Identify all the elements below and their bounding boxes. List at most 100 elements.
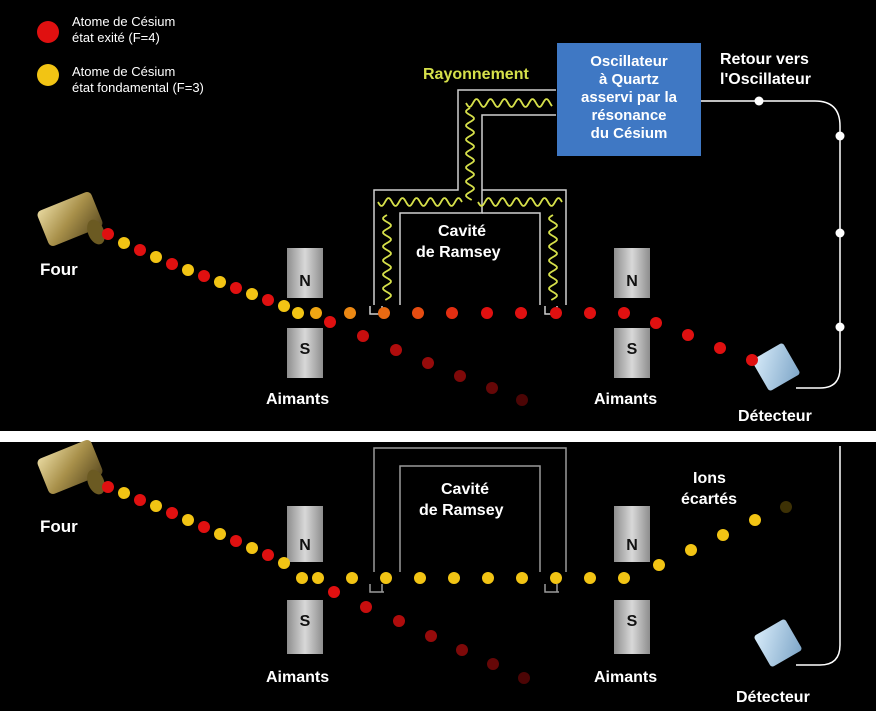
cesium-atom [518,672,530,684]
cesium-atom [749,514,761,526]
oven-label-bottom: Four [40,517,78,536]
magnet-north-letter: N [626,273,638,290]
legend-ground-line1: Atome de Césium [72,64,175,79]
cesium-atom [422,357,434,369]
cesium-atom [296,572,308,584]
oscillator-line2: à Quartz [599,71,659,88]
cesium-atom [292,307,304,319]
oven-mouth [87,219,105,245]
radiation-waves [377,98,563,301]
magnets-label-right-bottom: Aimants [594,669,657,686]
feedback-node-4 [835,322,845,332]
magnet-south [614,600,650,654]
cesium-atom [515,307,527,319]
magnet-south-letter: S [627,613,638,630]
ions-label-line2: écartés [681,491,737,508]
magnets-label-right-top: Aimants [594,391,657,408]
magnet-south-letter: S [300,341,311,358]
magnet-north [287,248,323,298]
cesium-atom [102,481,114,493]
legend-ground-dot [37,64,59,86]
magnet-left-bottom: N S [287,506,323,654]
magnet-north-letter: N [626,537,638,554]
cesium-atom [448,572,460,584]
oscillator-line5: du Césium [591,125,668,142]
detector-top [752,343,800,391]
cesium-atom [486,382,498,394]
cesium-atom [324,316,336,328]
cesium-atom [584,307,596,319]
cesium-atom [380,572,392,584]
cesium-atom [150,500,162,512]
legend: Atome de Césium état exité (F=4) Atome d… [37,14,204,95]
cesium-atom [346,572,358,584]
cesium-atom [360,601,372,613]
oven-top [37,192,105,246]
cesium-atom [516,394,528,406]
cesium-atom [214,528,226,540]
cesium-atom [446,307,458,319]
cesium-atom [650,317,662,329]
cesium-atom [653,559,665,571]
cesium-atom [262,294,274,306]
cesium-atom [482,572,494,584]
oscillator-line4: résonance [591,107,666,124]
feedback-node-1 [754,96,764,106]
feedback-label-line1: Retour vers [720,51,809,68]
cesium-atom [328,586,340,598]
cesium-atom [182,514,194,526]
magnet-north [614,248,650,298]
cesium-atom [393,615,405,627]
oscillator-line3: asservi par la [581,89,678,106]
magnets-label-left-top: Aimants [266,391,329,408]
oven-mouth [87,469,105,495]
cesium-atom [584,572,596,584]
legend-excited-line2: état exité (F=4) [72,30,160,45]
cesium-atom [714,342,726,354]
magnet-north-letter: N [299,537,311,554]
magnet-south [614,328,650,378]
cesium-atom [481,307,493,319]
cesium-atom [390,344,402,356]
magnet-right-top: N S [614,248,650,378]
cesium-atom [134,494,146,506]
legend-excited-line1: Atome de Césium [72,14,175,29]
magnet-south-letter: S [627,341,638,358]
cesium-atom [150,251,162,263]
atom-beam-bottom [102,481,792,684]
atom-beam-top [102,228,758,406]
cesium-atom [134,244,146,256]
legend-ground-line2: état fondamental (F=3) [72,80,204,95]
magnet-right-bottom: N S [614,506,650,654]
magnet-south-letter: S [300,613,311,630]
cesium-atom [425,630,437,642]
magnet-left-top: N S [287,248,323,378]
oscillator-line1: Oscillateur [590,53,668,70]
magnet-south [287,328,323,378]
radiation-label: Rayonnement [423,66,529,83]
feedback-node-2 [835,131,845,141]
magnet-north [614,506,650,562]
top-panel: Four Cavité de Ramsey Rayonnement Oscill… [37,43,845,425]
oven-bottom [37,440,105,495]
oven-body [37,440,103,494]
cesium-atom [118,487,130,499]
cesium-atom [487,658,499,670]
panel-divider [0,431,876,442]
cesium-atom [118,237,130,249]
cesium-atom [166,258,178,270]
cesium-atom [310,307,322,319]
quartz-oscillator-box [557,43,701,156]
magnet-north-letter: N [299,273,311,290]
cesium-atom [414,572,426,584]
detector-bottom [754,619,802,667]
cesium-atom [456,644,468,656]
cesium-atom [278,557,290,569]
cesium-atom [182,264,194,276]
cesium-atom [246,288,258,300]
cesium-atom [550,307,562,319]
detector-label-top: Détecteur [738,408,812,425]
cesium-atom [682,329,694,341]
cesium-atom [198,270,210,282]
cesium-atom [344,307,356,319]
